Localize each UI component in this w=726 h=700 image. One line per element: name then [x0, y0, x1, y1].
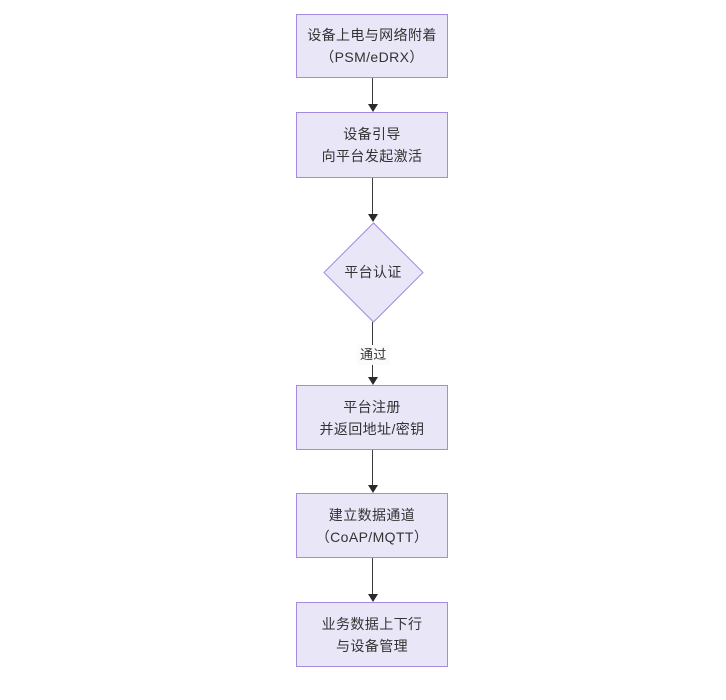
edge-label-pass: 通过 — [357, 345, 390, 365]
edge-line — [372, 178, 374, 214]
edge-line — [372, 558, 374, 594]
node-establish-data-channel[interactable]: 建立数据通道 （CoAP/MQTT） — [296, 493, 448, 558]
node-device-bootstrap[interactable]: 设备引导 向平台发起激活 — [296, 112, 448, 178]
edge-line — [372, 450, 374, 485]
node-business-data-and-device-mgmt[interactable]: 业务数据上下行 与设备管理 — [296, 602, 448, 667]
arrow-head-icon — [367, 104, 378, 112]
arrow-head-icon — [367, 377, 378, 385]
node-label: 业务数据上下行 与设备管理 — [321, 615, 423, 654]
node-label: 平台认证 — [344, 264, 402, 280]
arrow-head-icon — [367, 485, 378, 493]
edge-line — [372, 78, 374, 104]
node-platform-auth-decision[interactable]: 平台认证 — [322, 221, 424, 323]
arrow-head-icon — [367, 214, 378, 222]
arrow-head-icon — [367, 594, 378, 602]
node-label: 设备上电与网络附着 （PSM/eDRX） — [307, 27, 437, 65]
node-label: 平台注册 并返回地址/密钥 — [319, 398, 425, 437]
node-device-power-on[interactable]: 设备上电与网络附着 （PSM/eDRX） — [296, 14, 448, 78]
node-label: 建立数据通道 （CoAP/MQTT） — [315, 506, 429, 545]
node-label: 设备引导 向平台发起激活 — [321, 126, 423, 164]
node-platform-register[interactable]: 平台注册 并返回地址/密钥 — [296, 385, 448, 450]
